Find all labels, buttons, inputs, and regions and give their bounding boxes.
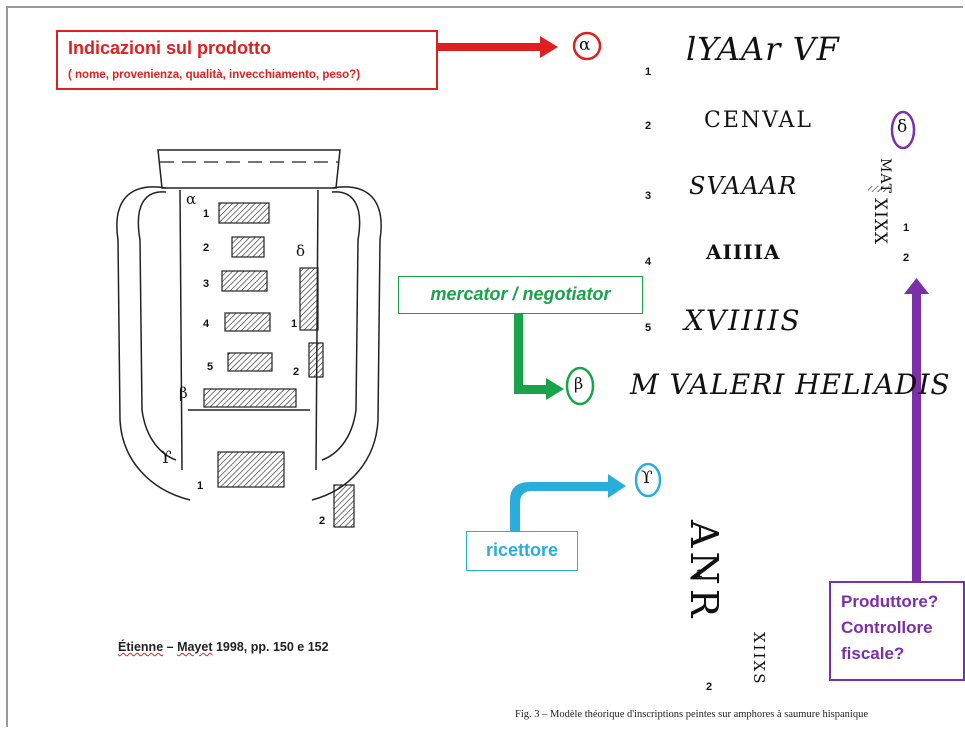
circle-gamma: ϒ	[641, 468, 653, 488]
produttore-box: Produttore? Controllore fiscale?	[829, 581, 965, 681]
inscr-alpha-num-5: 5	[645, 322, 652, 334]
amphora-alpha: α	[186, 190, 197, 208]
product-info-title: Indicazioni sul prodotto	[68, 38, 271, 58]
inscr-alpha-num-4: 4	[645, 256, 652, 268]
amphora-delta: δ	[296, 242, 306, 260]
amphora-delta-num-2: 2	[293, 366, 300, 378]
amphora-delta-num-1: 1	[291, 318, 298, 330]
amphora-num-5: 5	[207, 361, 214, 373]
amphora-num-1: 1	[203, 208, 210, 220]
slide-frame	[6, 6, 963, 727]
amphora-cartouches	[203, 202, 355, 528]
inscr-alpha-line-4: AIIIIA	[706, 240, 781, 264]
credit-dash: –	[163, 640, 178, 654]
product-info-box: Indicazioni sul prodotto ( nome, proveni…	[56, 30, 438, 90]
inscr-delta-num-1: 1	[903, 222, 910, 234]
red-arrow	[438, 36, 558, 58]
inscr-delta-line-1: MAT	[877, 158, 893, 195]
produttore-line-1: Produttore?	[841, 592, 939, 611]
figure-caption: Fig. 3 – Modèle théorique d'inscriptions…	[515, 709, 868, 720]
produttore-line-2: Controllore	[841, 618, 933, 637]
inscr-alpha-line-1: lYAAr VF	[686, 30, 840, 68]
inscr-gamma-num-2: 2	[706, 681, 713, 693]
blue-circle	[634, 462, 662, 498]
amphora-gamma-num-2: 2	[319, 515, 326, 527]
produttore-line-3: fiscale?	[841, 644, 905, 663]
mercator-box: mercator / negotiator	[398, 276, 643, 314]
inscr-gamma-line-1: ANR	[682, 520, 726, 622]
amphora-num-3: 3	[203, 278, 210, 290]
inscr-gamma-line-2: XIIXS	[750, 632, 768, 686]
red-circle	[572, 31, 602, 61]
credit-suffix: 1998, pp. 150 e 152	[212, 640, 329, 654]
inscr-alpha-line-5: XVIIIIS	[684, 304, 802, 337]
inscr-delta-num-2: 2	[903, 252, 910, 264]
amphora-gamma-num-1: 1	[197, 480, 204, 492]
amphora-num-4: 4	[203, 318, 210, 330]
inscr-gamma-num-1: 1	[696, 568, 703, 580]
amphora-num-2: 2	[203, 242, 210, 254]
green-circle	[565, 366, 595, 406]
amphora-beta: β	[179, 384, 188, 402]
credit-author-2: Mayet	[177, 640, 213, 654]
inscr-delta-line-2: XIXX	[870, 198, 890, 246]
inscr-alpha-num-3: 3	[645, 190, 652, 202]
purple-arrow	[904, 278, 929, 581]
credit-author-1: Étienne	[118, 640, 164, 654]
amphora-gamma: ϒ	[160, 448, 172, 468]
ricettore-box: ricettore	[466, 531, 578, 571]
credit-line: Étienne – Mayet 1998, pp. 150 e 152	[118, 640, 329, 654]
inscr-alpha-line-2: CENVAL	[704, 108, 814, 133]
delta-hatch	[868, 186, 890, 192]
green-arrow	[514, 314, 564, 400]
purple-circle	[890, 110, 916, 150]
blue-arrow	[510, 474, 626, 531]
circle-beta: β	[574, 374, 584, 393]
inscr-alpha-line-3: SVAAAR	[689, 172, 798, 200]
inscr-alpha-num-2: 2	[645, 120, 652, 132]
product-info-subtitle: ( nome, provenienza, qualità, invecchiam…	[68, 69, 361, 81]
inscr-alpha-num-1: 1	[645, 66, 652, 78]
circle-delta: δ	[897, 117, 908, 137]
inscr-beta-line: M VALERI HELIADIS	[630, 368, 951, 401]
circle-alpha: α	[579, 35, 591, 55]
